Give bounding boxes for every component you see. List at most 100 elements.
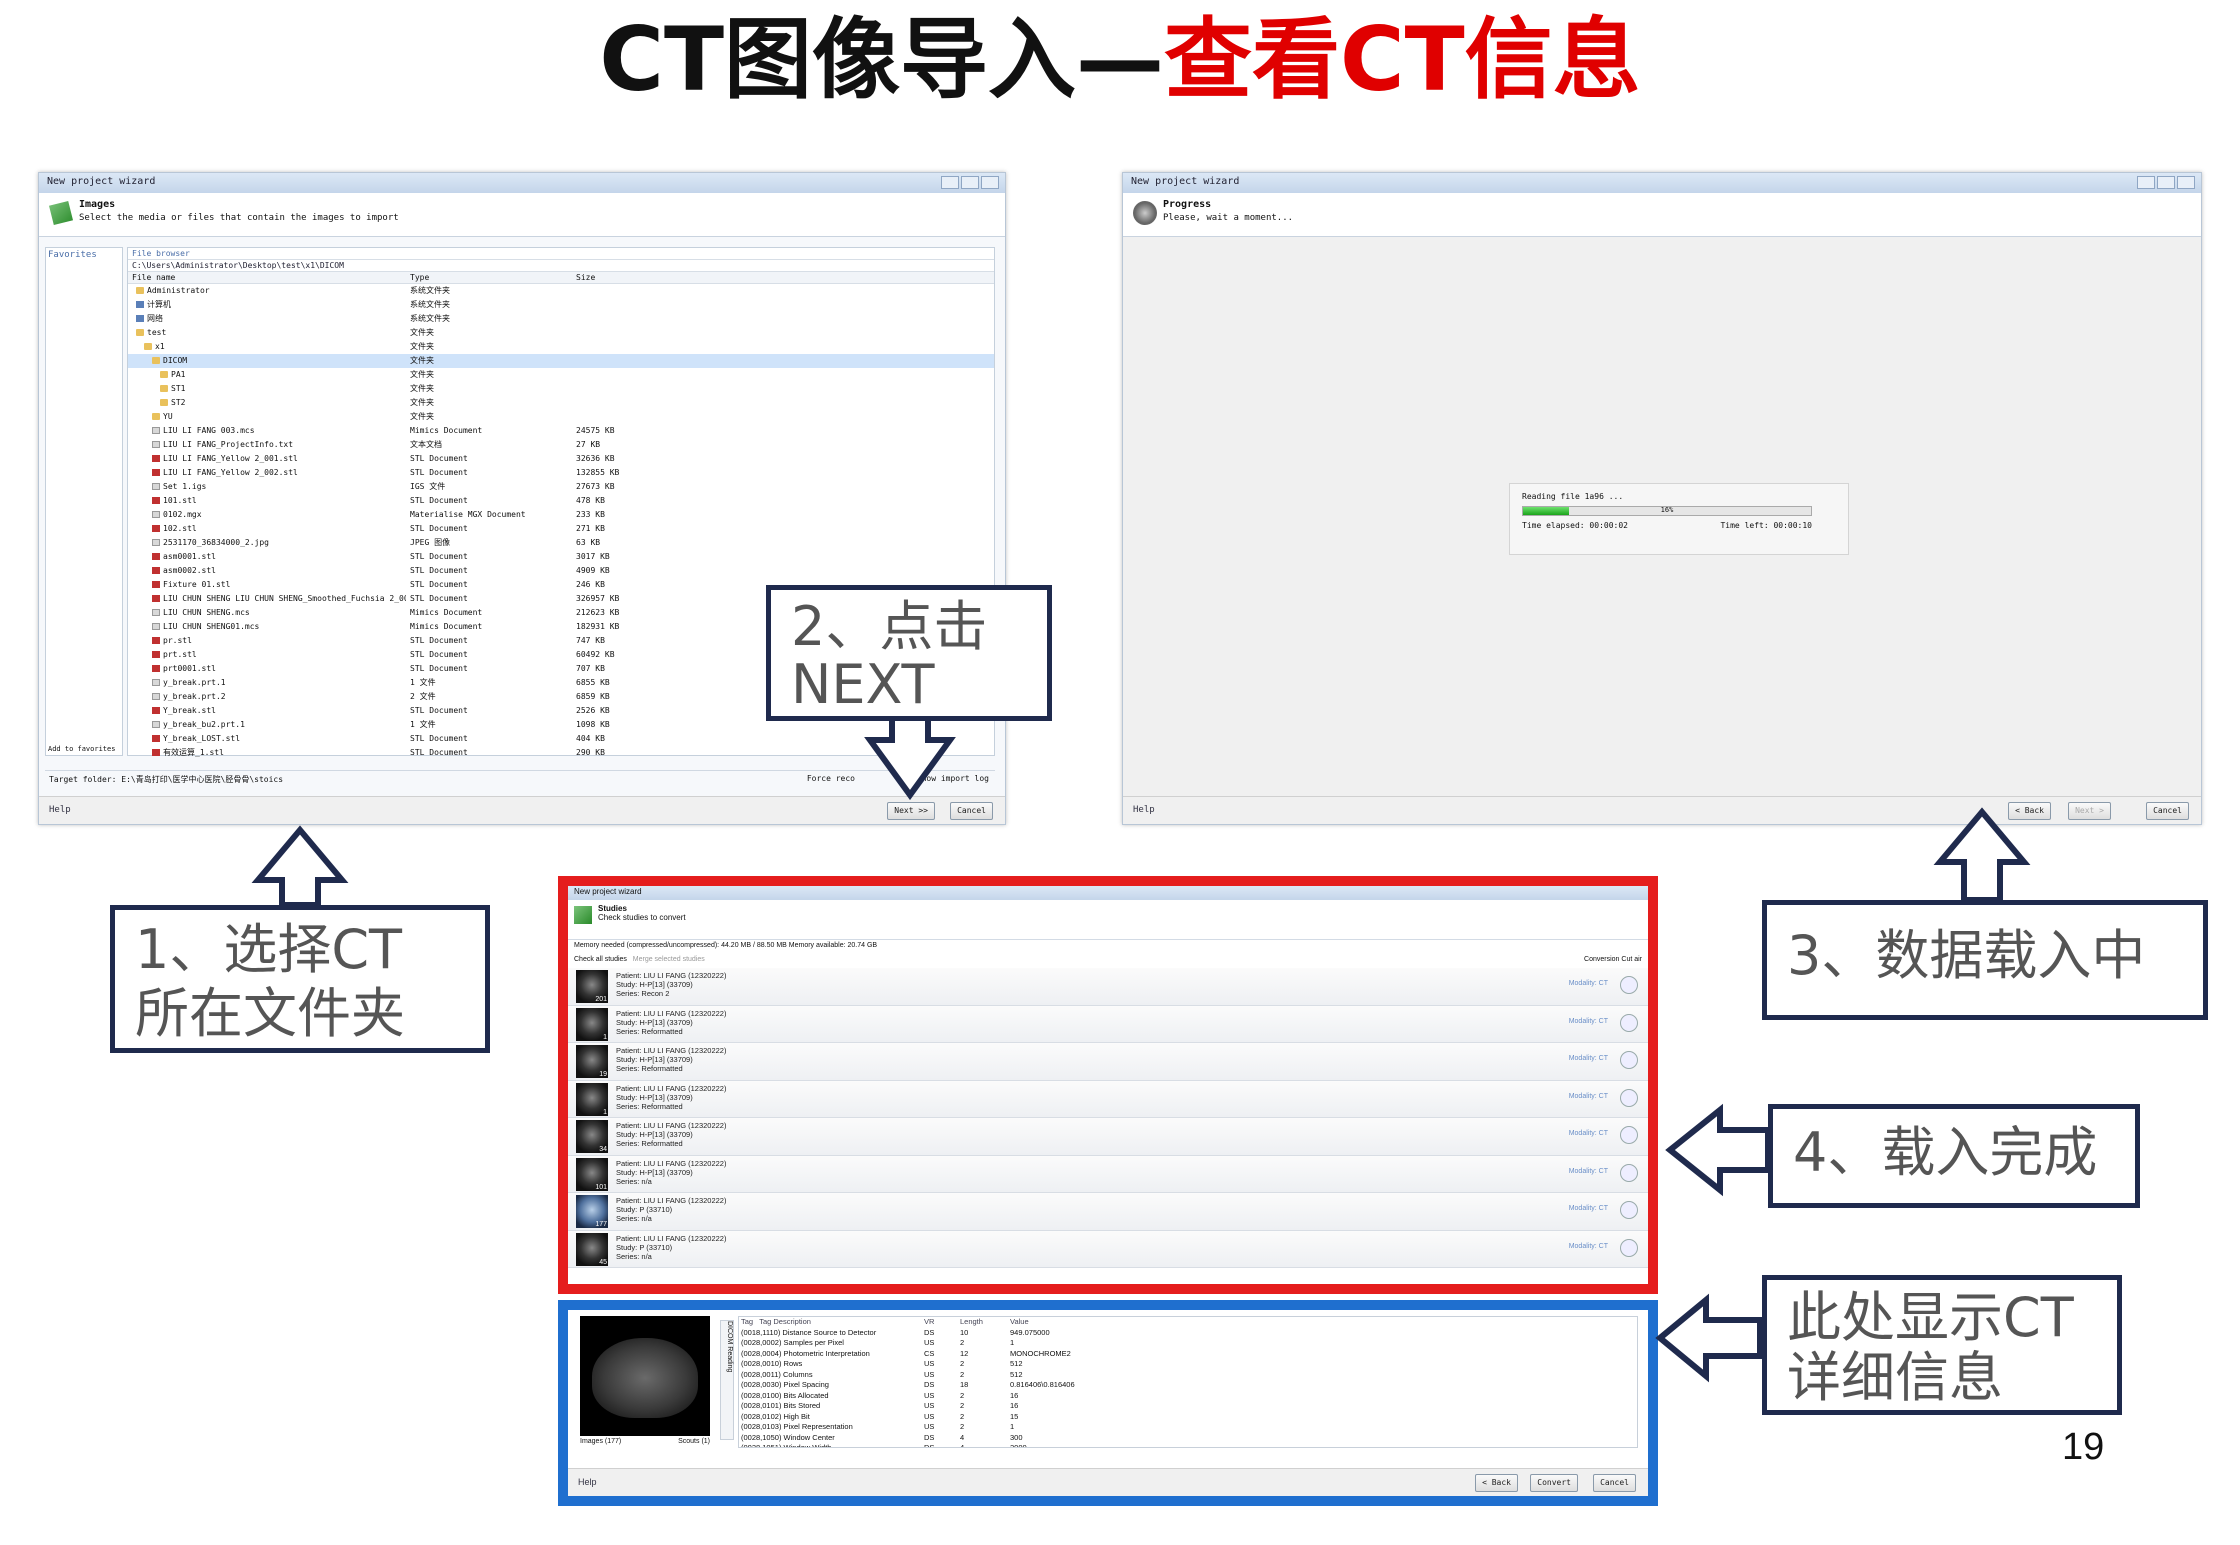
merge-studies-checkbox[interactable]: Merge selected studies	[632, 956, 705, 963]
check-all-checkbox[interactable]: Check all studies	[574, 956, 627, 963]
convert-toggle-icon[interactable]	[1620, 1201, 1638, 1219]
wizard-icon	[49, 201, 73, 225]
show-import-log-checkbox[interactable]: Show import log	[916, 774, 989, 783]
wizard-footer: Help Next >> Cancel	[39, 796, 1005, 824]
minimize-icon[interactable]	[941, 176, 959, 189]
column-size[interactable]: Size	[576, 273, 596, 282]
file-row[interactable]: LIU CHUN SHENG LIU CHUN SHENG_Smoothed_F…	[128, 592, 994, 606]
convert-toggle-icon[interactable]	[1620, 1013, 1638, 1032]
maximize-icon[interactable]	[2157, 176, 2175, 189]
close-icon[interactable]	[981, 176, 999, 189]
tab-scouts[interactable]: Scouts (1)	[678, 1438, 710, 1445]
side-tabs[interactable]: DICOM Reading	[720, 1320, 734, 1440]
callout-ct-details: 此处显示CT 详细信息	[1762, 1275, 2122, 1415]
file-row[interactable]: 网络系统文件夹	[128, 312, 994, 326]
tab-images[interactable]: Images (177)	[580, 1438, 622, 1445]
convert-button[interactable]: Convert	[1530, 1474, 1578, 1492]
next-button[interactable]: Next >>	[887, 802, 935, 820]
convert-toggle-icon[interactable]	[1620, 1088, 1638, 1107]
column-name[interactable]: File name	[132, 273, 176, 282]
force-reco-checkbox[interactable]: Force reco	[806, 774, 855, 783]
preview-tabs: Images (177) Scouts (1)	[580, 1438, 710, 1445]
next-button[interactable]: Next >	[2068, 802, 2111, 820]
file-icon	[152, 525, 160, 532]
close-icon[interactable]	[2177, 176, 2195, 189]
back-button[interactable]: < Back	[1475, 1474, 1518, 1492]
convert-toggle-icon[interactable]	[1620, 976, 1638, 994]
cancel-button[interactable]: Cancel	[1593, 1474, 1636, 1492]
help-button[interactable]: Help	[578, 1477, 597, 1487]
path-field[interactable]: C:\Users\Administrator\Desktop\test\x1\D…	[128, 260, 994, 272]
file-icon	[152, 581, 160, 588]
cancel-button[interactable]: Cancel	[2146, 802, 2189, 820]
target-folder-field[interactable]: Target folder: E:\青岛打印\医学中心医院\胫骨骨\stoics	[49, 775, 284, 784]
column-type[interactable]: Type	[410, 273, 430, 282]
cancel-button[interactable]: Cancel	[950, 802, 993, 820]
dicom-info-frame: Images (177) Scouts (1) DICOM Reading Ta…	[558, 1300, 1658, 1506]
convert-toggle-icon[interactable]	[1620, 1163, 1638, 1182]
convert-toggle-icon[interactable]	[1620, 1126, 1638, 1144]
back-button[interactable]: < Back	[2008, 802, 2051, 820]
minimize-icon[interactable]	[2137, 176, 2155, 189]
help-button[interactable]: Help	[49, 805, 71, 815]
file-icon	[136, 301, 144, 308]
convert-toggle-icon[interactable]	[1620, 1238, 1638, 1257]
add-to-favorites-button[interactable]: Add to favorites	[48, 745, 116, 753]
convert-toggle-icon[interactable]	[1620, 1051, 1638, 1069]
help-button[interactable]: Help	[1133, 805, 1155, 815]
file-row[interactable]: 计算机系统文件夹	[128, 298, 994, 312]
maximize-icon[interactable]	[961, 176, 979, 189]
